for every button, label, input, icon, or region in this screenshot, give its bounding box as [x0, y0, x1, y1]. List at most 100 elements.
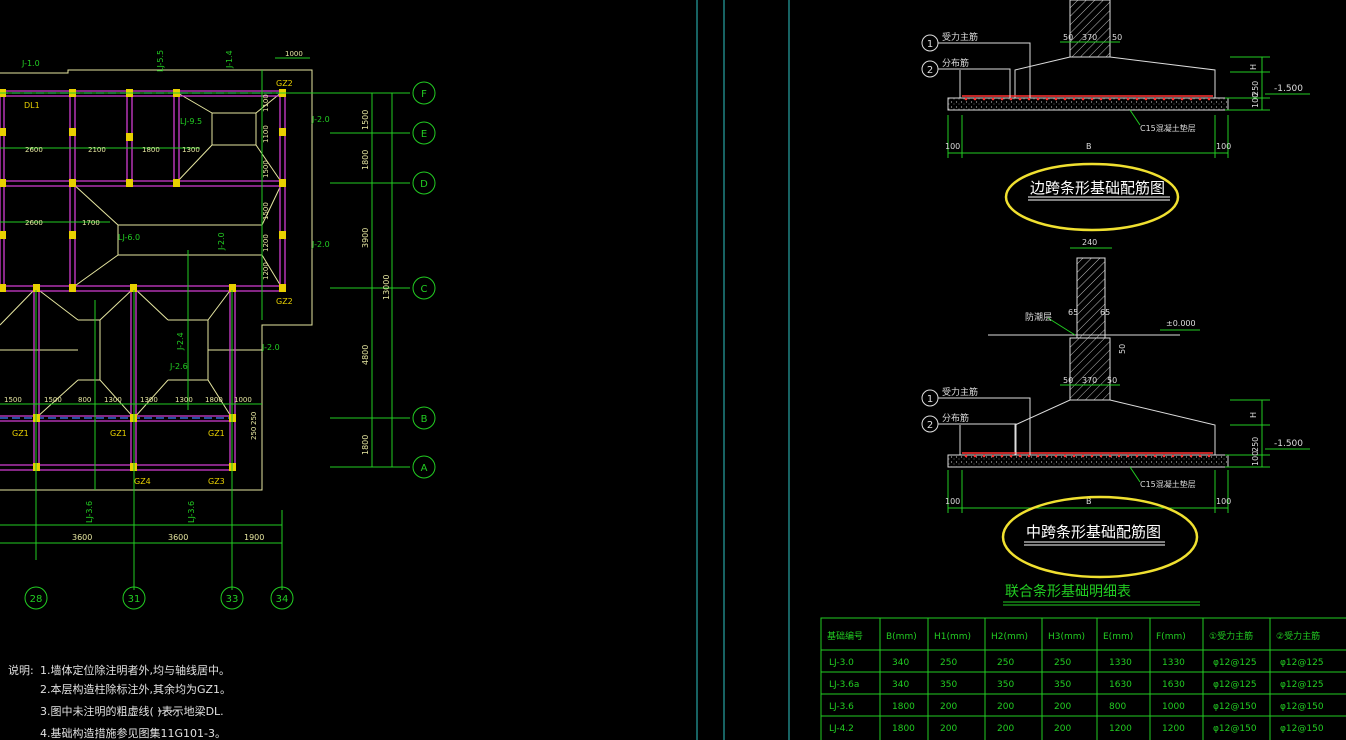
mid-section: 240 防潮层 65 65 50 ±0.000 1 2 受力主筋 分布筋 50 … — [921, 238, 1310, 579]
axis-circle — [412, 406, 436, 430]
table-cell: 340 — [892, 658, 909, 668]
rebar-dot — [1207, 454, 1211, 458]
table-cell: 340 — [892, 680, 909, 690]
edge-dim-100b: 100 — [1216, 142, 1231, 151]
column-label: GZ2 — [276, 79, 293, 88]
edge-title-highlight — [1004, 162, 1180, 232]
mid-elevation-top: ±0.000 — [1166, 319, 1196, 328]
axis-circle — [412, 171, 436, 195]
table-header: H1(mm) — [934, 632, 971, 642]
column-mark — [0, 231, 6, 239]
table-header: ②受力主筋 — [1276, 630, 1320, 642]
mid-cushion — [947, 454, 1229, 468]
edge-rebar-dots — [964, 97, 1211, 101]
mid-title-highlight — [1001, 495, 1199, 579]
rebar-dot — [1063, 97, 1067, 101]
beam-label: J-2.6 — [169, 362, 188, 371]
rebar-dot — [1162, 454, 1166, 458]
note-3: 3.图中未注明的粗虚线( )表示地梁DL. — [40, 704, 224, 718]
table-header: H2(mm) — [991, 632, 1028, 642]
edge-callout-2: 分布筋 — [942, 57, 969, 69]
rebar-dot — [1117, 97, 1121, 101]
column-label: GZ1 — [208, 429, 225, 438]
axis-bubble-F: F — [412, 81, 436, 105]
table-cell: 1630 — [1162, 680, 1185, 690]
rebar-dot — [1099, 97, 1103, 101]
table-cell: 200 — [997, 724, 1014, 734]
mid-dpc-label: 防潮层 — [1025, 311, 1052, 323]
mid-callout-2-num: 2 — [927, 420, 933, 431]
table-title: 联合条形基础明细表 — [1005, 583, 1131, 600]
table-cell: 350 — [940, 680, 957, 690]
column-mark — [33, 284, 40, 292]
foundation-outline — [0, 69, 313, 491]
edge-wall-hatch — [1069, 0, 1111, 58]
edge-cushion — [947, 97, 1229, 111]
column-mark — [279, 231, 286, 239]
rebar-dot — [1036, 97, 1040, 101]
axis-label: C — [421, 284, 428, 295]
rebar-dot — [1153, 454, 1157, 458]
dimension-label: 13000 — [382, 275, 391, 300]
column-mark — [0, 128, 6, 136]
mid-elevation: -1.500 — [1274, 439, 1303, 449]
rebar-dot — [1126, 454, 1130, 458]
dimension-label: 1300 — [182, 146, 200, 154]
mid-dim-100b: 100 — [1216, 497, 1231, 506]
axis-bubble-33: 33 — [220, 586, 244, 610]
note-4: 4.基础构造措施参见图集11G101-3。 — [40, 726, 226, 740]
column-label: GZ3 — [208, 477, 225, 486]
beam-label: J-2.0 — [311, 115, 330, 124]
mid-cushion-label: C15混凝土垫层 — [1140, 479, 1196, 489]
mid-wall-width: 240 — [1082, 238, 1097, 247]
axis-circle — [412, 276, 436, 300]
note-1: 1.墙体定位除注明者外,均与轴线居中。 — [40, 663, 230, 677]
dimension-label: 1000 — [285, 50, 303, 58]
table-cell: 200 — [940, 702, 957, 712]
dimension-label: 1800 — [361, 150, 370, 170]
column-mark — [69, 179, 76, 187]
notes-heading: 说明: — [8, 663, 34, 677]
table-cell: φ12@125 — [1213, 680, 1257, 690]
rebar-dot — [1198, 97, 1202, 101]
beam-label: J-2.0 — [311, 240, 330, 249]
column-mark — [69, 231, 76, 239]
rebar-dot — [1198, 454, 1202, 458]
mid-dim-50b: 50 — [1107, 376, 1117, 385]
dimension-label: 1700 — [82, 219, 100, 227]
beam-label: J-2.4 — [176, 332, 185, 351]
rebar-dot — [1099, 454, 1103, 458]
column-mark — [229, 284, 236, 292]
mid-dim-370: 370 — [1082, 376, 1097, 385]
rebar-dot — [1171, 97, 1175, 101]
table-header: F(mm) — [1156, 632, 1186, 642]
rebar-dot — [1171, 454, 1175, 458]
rebar-dot — [1027, 97, 1031, 101]
axis-bubble-28: 28 — [24, 586, 48, 610]
column-mark — [69, 128, 76, 136]
rebar-dot — [1135, 97, 1139, 101]
beam-label: J-1.4 — [225, 50, 234, 69]
mid-callout-2: 分布筋 — [942, 412, 969, 424]
rebar-dot — [973, 454, 977, 458]
dimension-label: 1500 — [4, 396, 22, 404]
rebar-dot — [1009, 97, 1013, 101]
axis-label: B — [421, 414, 428, 425]
edge-callout-1: 受力主筋 — [942, 31, 978, 43]
edge-section: 1 2 受力主筋 分布筋 50 370 50 B 100 100 H 250 1… — [921, 0, 1310, 232]
rebar-dot — [1045, 454, 1049, 458]
axis-label: F — [421, 89, 427, 100]
table-cell: φ12@150 — [1280, 702, 1324, 712]
table-cell: 1200 — [1109, 724, 1132, 734]
dimension-label: 1200 — [262, 262, 270, 280]
axis-label: 28 — [30, 594, 43, 605]
table-cell: φ12@125 — [1280, 658, 1324, 668]
beam-label: J-1.0 — [21, 59, 40, 68]
rebar-dot — [1027, 454, 1031, 458]
mid-dim-B: B — [1086, 497, 1092, 506]
table-header: E(mm) — [1103, 632, 1133, 642]
